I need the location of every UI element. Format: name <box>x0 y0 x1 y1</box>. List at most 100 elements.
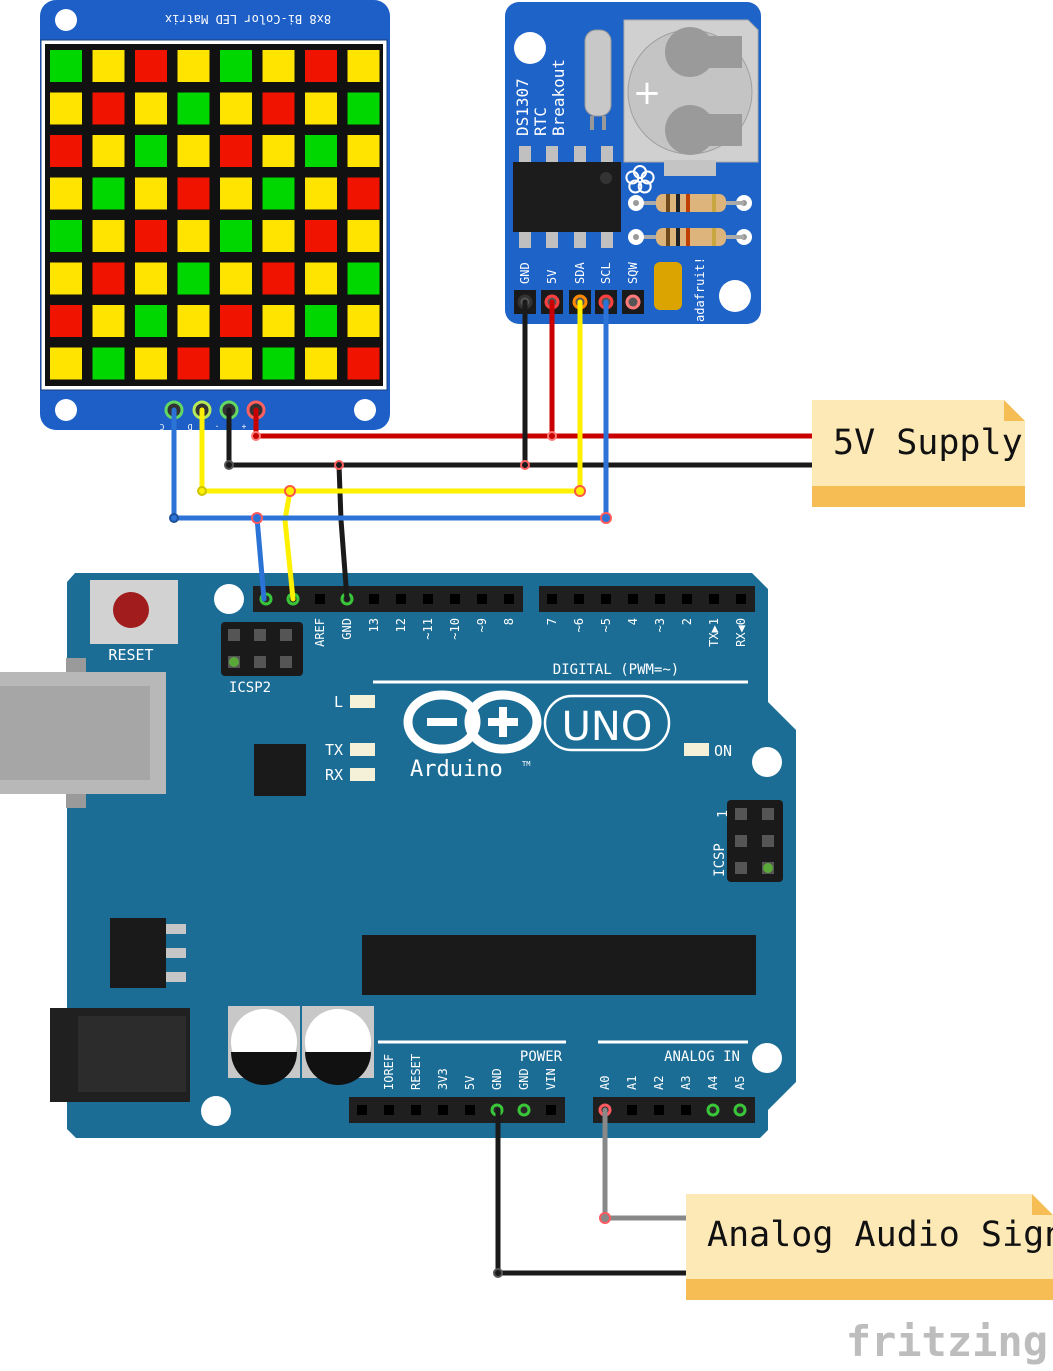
icsp2-pin[interactable] <box>280 656 292 668</box>
matrix-led <box>177 347 210 380</box>
matrix-led <box>262 262 295 295</box>
power-pin-label: GND <box>490 1068 504 1090</box>
matrix-led <box>347 305 380 337</box>
wire-endpoint <box>600 512 612 524</box>
icsp2-pin[interactable] <box>254 629 266 641</box>
header-pin[interactable] <box>601 594 611 604</box>
header-pin[interactable] <box>574 594 584 604</box>
wire-endpoint <box>169 513 179 523</box>
power-pin-label: 3V3 <box>436 1068 450 1090</box>
matrix-led <box>347 262 380 295</box>
regulator-tab <box>166 972 186 982</box>
matrix-led <box>177 135 210 167</box>
reset-button-cap[interactable] <box>113 592 149 628</box>
header-pin[interactable] <box>315 594 325 604</box>
power-pins <box>357 1103 556 1117</box>
header-pin[interactable] <box>736 594 746 604</box>
header-pin[interactable] <box>465 1105 475 1115</box>
analog-pin-label: A0 <box>598 1076 612 1090</box>
icsp-pin[interactable] <box>762 835 774 847</box>
header-pin[interactable] <box>547 594 557 604</box>
adafruit-flower-logo <box>625 165 655 194</box>
power-pin-label: IOREF <box>382 1054 396 1090</box>
icsp-pin[interactable] <box>735 835 747 847</box>
header-pin[interactable] <box>655 594 665 604</box>
wire-endpoint <box>574 485 586 497</box>
header-pin[interactable] <box>423 594 433 604</box>
matrix-led <box>305 177 337 210</box>
wire-endpoint <box>197 486 207 496</box>
digital-pin-label: 4 <box>626 618 640 625</box>
power-header <box>349 1097 565 1123</box>
header-pin[interactable] <box>709 594 719 604</box>
header-pin[interactable] <box>546 1105 556 1115</box>
icsp2-pin[interactable] <box>280 629 292 641</box>
header-pin[interactable] <box>681 1105 691 1115</box>
header-pin[interactable] <box>477 594 487 604</box>
icsp-pin[interactable] <box>735 862 747 874</box>
icsp2-pin[interactable] <box>254 656 266 668</box>
icsp2-pin[interactable] <box>228 629 240 641</box>
header-pin[interactable] <box>504 594 514 604</box>
header-pin[interactable] <box>438 1105 448 1115</box>
wire-sda <box>199 299 583 494</box>
matrix-led <box>177 177 210 210</box>
wire-scl-arduino <box>254 515 267 602</box>
rtc-pin-label: SCL <box>599 262 613 284</box>
matrix-led <box>177 262 210 295</box>
matrix-led <box>305 347 337 380</box>
header-pin[interactable] <box>735 1105 745 1115</box>
header-pin[interactable] <box>396 594 406 604</box>
header-pin[interactable] <box>384 1105 394 1115</box>
reset-label: RESET <box>108 646 153 664</box>
header-pin[interactable] <box>519 1105 529 1115</box>
matrix-led <box>305 305 337 337</box>
note-5v-supply-text: 5V Supply <box>833 423 1023 463</box>
matrix-led <box>50 177 82 210</box>
matrix-led <box>262 177 295 210</box>
analog-label: ANALOG IN <box>664 1049 740 1065</box>
header-pin[interactable] <box>682 594 692 604</box>
ds1307-chip <box>513 146 621 248</box>
icsp2-pin-marker <box>229 657 239 667</box>
header-pin[interactable] <box>708 1105 718 1115</box>
arduino-trademark: TM <box>522 760 530 768</box>
matrix-led <box>220 50 252 82</box>
wire-endpoint <box>284 485 296 497</box>
matrix-led <box>135 135 167 167</box>
header-pin[interactable] <box>654 1105 664 1115</box>
icsp-pin[interactable] <box>735 808 747 820</box>
header-pin[interactable] <box>627 1105 637 1115</box>
analog-pin-label: A5 <box>733 1076 747 1090</box>
icsp-pin[interactable] <box>762 808 774 820</box>
resistor-1 <box>628 194 752 212</box>
crystal-oscillator <box>584 29 612 117</box>
matrix-led <box>92 262 125 295</box>
regulator-tab <box>166 924 186 934</box>
digital-pin-label: 13 <box>367 618 381 632</box>
led-rx-indicator <box>350 768 375 781</box>
digital-pin-label: 8 <box>502 618 516 625</box>
matrix-led <box>262 50 295 82</box>
matrix-led <box>50 305 82 337</box>
header-pin[interactable] <box>411 1105 421 1115</box>
matrix-led <box>347 220 380 252</box>
digital-pin-label: 12 <box>394 618 408 632</box>
analog-pins <box>598 1103 747 1117</box>
icsp-pin1-label: 1 <box>716 810 731 818</box>
led-tx-indicator <box>350 743 375 756</box>
arduino-infinity-logo <box>403 690 542 754</box>
mounting-hole <box>752 1043 782 1073</box>
matrix-led <box>305 135 337 167</box>
header-pin[interactable] <box>369 594 379 604</box>
wire-endpoint <box>599 1212 611 1224</box>
matrix-led <box>305 92 337 125</box>
header-pin[interactable] <box>628 594 638 604</box>
matrix-led <box>92 347 125 380</box>
header-pin[interactable] <box>357 1105 367 1115</box>
digital-pin-label: AREF <box>313 618 327 647</box>
header-pin[interactable] <box>450 594 460 604</box>
rtc-pin[interactable] <box>625 294 641 310</box>
